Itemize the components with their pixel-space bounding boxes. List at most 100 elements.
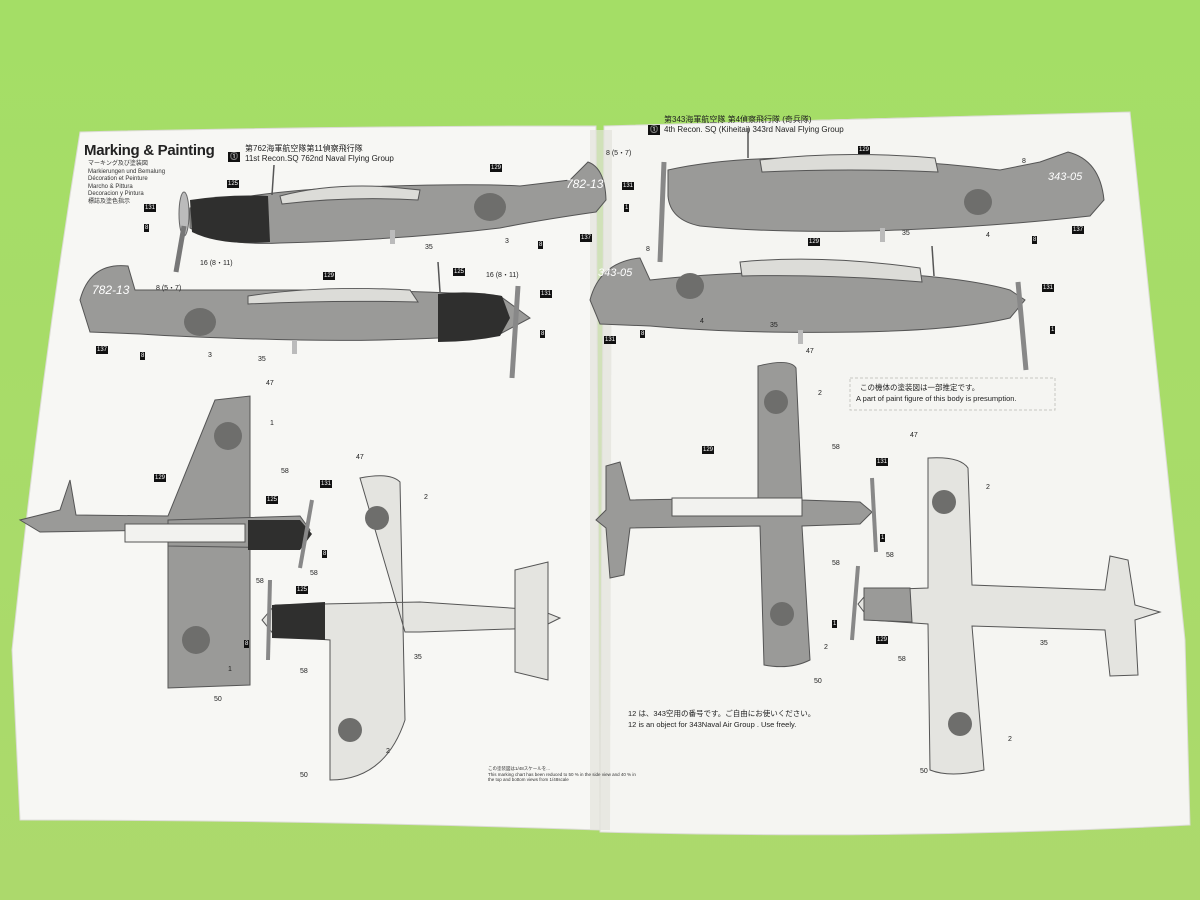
callout: 2: [824, 644, 828, 651]
callout: 8: [140, 352, 146, 360]
callout: 47: [356, 454, 364, 461]
callout: 58: [886, 552, 894, 559]
callout: 131: [320, 480, 333, 488]
callout: 58: [256, 578, 264, 585]
callout: 35: [1040, 640, 1048, 647]
callout: 2: [424, 494, 428, 501]
callout: 125: [227, 180, 240, 188]
callout: 47: [910, 432, 918, 439]
right-unit-header-en: 4th Recon. SQ (Kiheitai) 343rd Naval Fly…: [664, 125, 844, 134]
callout: 8: [646, 246, 650, 253]
callout: 8: [1032, 236, 1038, 244]
callout: 47: [266, 380, 274, 387]
callout: 129: [154, 474, 167, 482]
callout: 2: [386, 748, 390, 755]
callout: 1: [624, 204, 630, 212]
callout: 137: [580, 234, 593, 242]
callout: 50: [300, 772, 308, 779]
callout: 2: [1008, 736, 1012, 743]
callout: 129: [876, 636, 889, 644]
callout: 8: [1022, 158, 1026, 165]
left-bottomview: [261, 475, 562, 781]
callout: 3: [505, 238, 509, 245]
object-note-jp: 12 は、343空用の番号です。ご自由にお使いください。: [628, 708, 815, 719]
presumption-note-en: A part of paint figure of this body is p…: [856, 394, 1017, 403]
callout: 131: [604, 336, 617, 344]
callout: 1: [1050, 326, 1056, 334]
callout-12: 12: [628, 709, 637, 718]
callout: 8: [540, 330, 546, 338]
presumption-note-box: [849, 377, 1056, 411]
callout: 1: [880, 534, 886, 542]
callout: 1: [832, 620, 838, 628]
callout-12: 12: [628, 720, 637, 729]
svg-text:782-13: 782-13: [92, 283, 130, 297]
svg-text:343-05: 343-05: [598, 267, 633, 279]
callout: 131: [876, 458, 889, 466]
object-note-en: 12 is an object for 343Naval Air Group .…: [628, 720, 796, 729]
object-note-en-text: is an object for 343Naval Air Group . Us…: [638, 720, 797, 729]
callout: 129: [490, 164, 503, 172]
callout: 3: [208, 352, 212, 359]
footnote-line: この塗装図は1/48スケールを...: [488, 766, 551, 771]
left-unit-icon: ⓵: [228, 152, 240, 162]
callout: 58: [310, 570, 318, 577]
presumption-note-jp: この機体の塗装図は一部推定です。: [860, 383, 980, 392]
translation-line: Decoracion y Pintura: [88, 191, 144, 197]
callout: 129: [858, 146, 871, 154]
page-title: Marking & Painting: [84, 142, 215, 159]
footnote-line: the top and bottom views from 1/48scale: [488, 777, 569, 782]
callout: 8 (5・7): [606, 150, 632, 157]
translation-line: マーキング及び塗装図: [88, 161, 148, 167]
callout: 58: [898, 656, 906, 663]
callout: 2: [818, 390, 822, 397]
callout: 35: [414, 654, 422, 661]
callout: 35: [258, 356, 266, 363]
callout: 131: [144, 204, 157, 212]
callout: 16 (8・11): [486, 272, 519, 279]
callout: 125: [296, 586, 309, 594]
callout: 58: [832, 444, 840, 451]
svg-text:343-05: 343-05: [1048, 171, 1083, 183]
callout: 8: [144, 224, 150, 232]
right-unit-header-jp: 第343海軍航空隊 第4偵察飛行隊 (奇兵隊): [664, 115, 812, 124]
left-unit-header-en: 11st Recon.SQ 762nd Naval Flying Group: [245, 154, 394, 163]
left-sideview-1: 782-13: [173, 161, 607, 273]
callout: 16 (8・11): [200, 260, 233, 267]
footnote: この塗装図は1/48スケールを... This marking chart ha…: [488, 766, 636, 782]
right-unit-icon: ⓵: [648, 125, 660, 135]
callout: 129: [702, 446, 715, 454]
callout: 35: [902, 230, 910, 237]
callout: 1: [228, 666, 232, 673]
callout: 58: [832, 560, 840, 567]
callout: 131: [622, 182, 635, 190]
callout: 131: [540, 290, 553, 298]
callout: 58: [300, 668, 308, 675]
right-bottomview: [850, 457, 1162, 775]
right-sideview-1: 343-05: [657, 128, 1105, 263]
callout: 129: [808, 238, 821, 246]
left-unit-header-jp: 第762海軍航空隊第11偵察飛行隊: [245, 144, 363, 153]
callout: 4: [986, 232, 990, 239]
callout: 8: [538, 241, 544, 249]
translation-line: Décoration et Peinture: [88, 176, 148, 182]
callout: 125: [453, 268, 466, 276]
callout: 137: [1072, 226, 1085, 234]
callout: 35: [770, 322, 778, 329]
callout: 50: [814, 678, 822, 685]
translation-line: 標誌及塗色指示: [88, 198, 131, 205]
callout: 8 (5・7): [156, 285, 182, 292]
callout: 35: [425, 244, 433, 251]
title-translations: マーキング及び塗装図 Markierungen und Bemalung Déc…: [88, 161, 165, 206]
translation-line: Markierungen und Bemalung: [88, 168, 166, 175]
callout: 125: [266, 496, 279, 504]
callout: 1: [270, 420, 274, 427]
callout: 137: [96, 346, 109, 354]
right-sideview-2: 343-05: [589, 245, 1029, 371]
left-sideview-2: 782-13: [79, 261, 531, 379]
callout: 4: [700, 318, 704, 325]
callout: 8: [322, 550, 328, 558]
callout: 47: [806, 348, 814, 355]
